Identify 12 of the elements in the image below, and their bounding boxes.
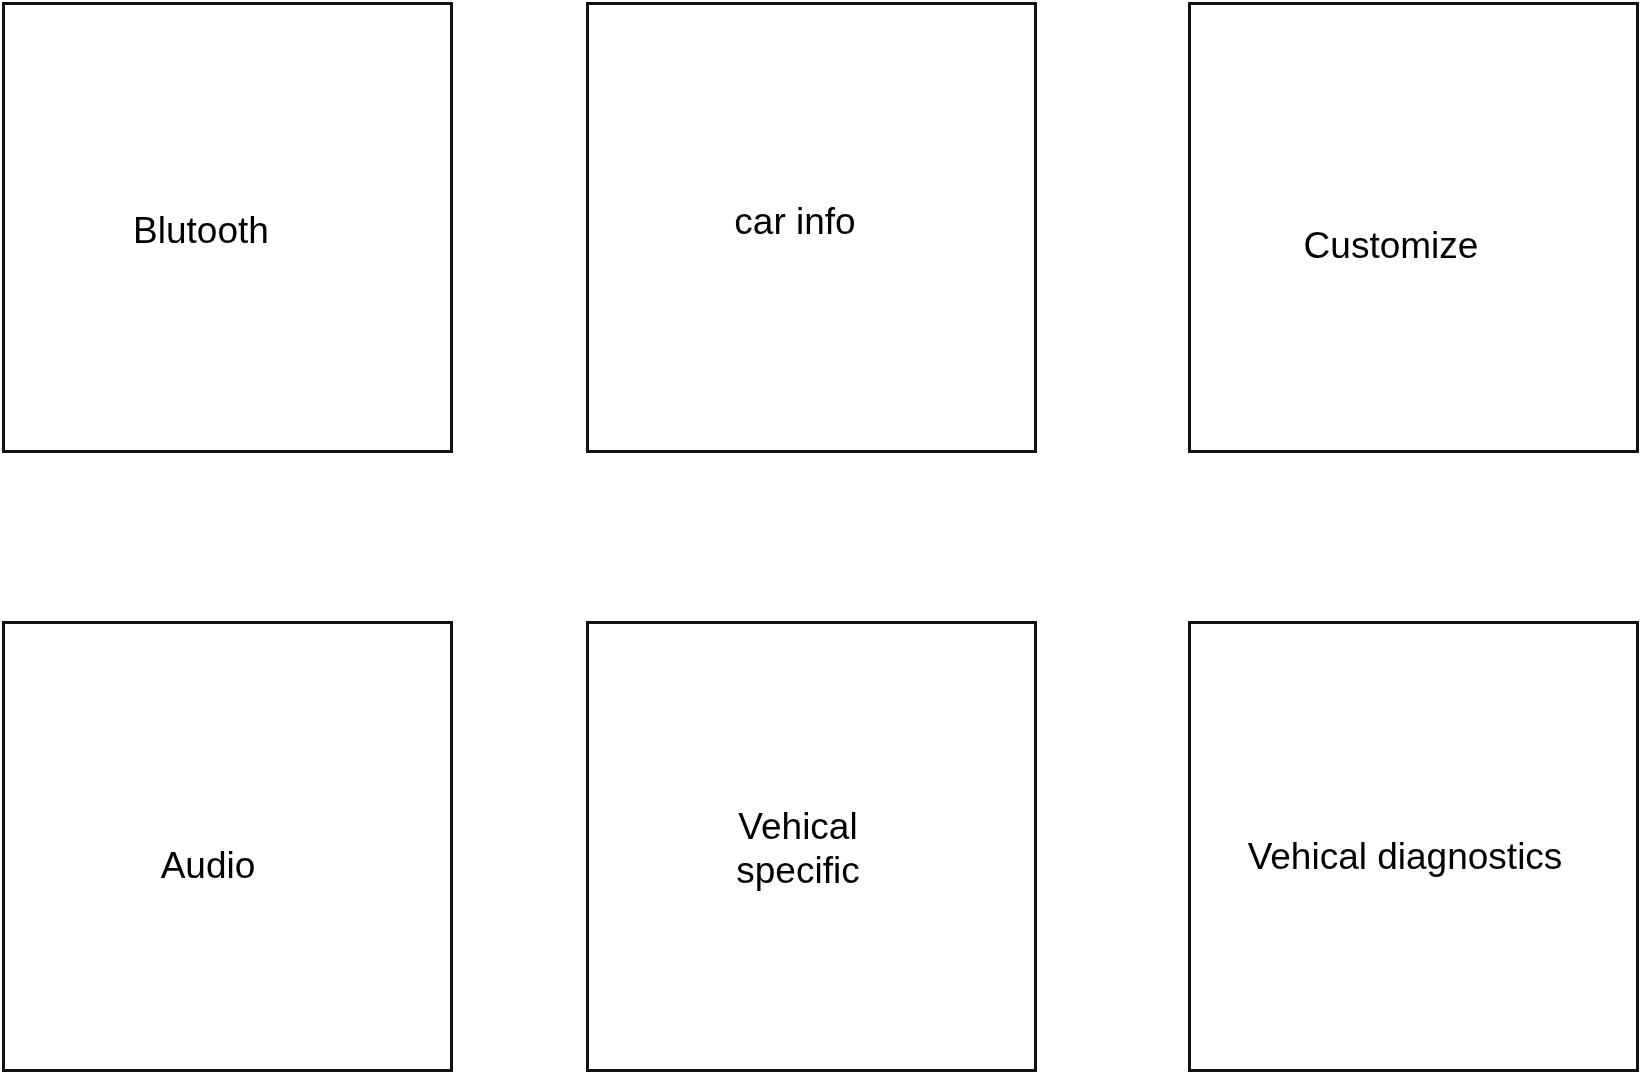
box [1188, 2, 1639, 453]
box [1188, 621, 1639, 1072]
box-label: Customize [1303, 223, 1479, 268]
box-label: Blutooth [133, 208, 269, 253]
box-label: Audio [160, 843, 256, 888]
box [2, 2, 453, 453]
box-label: Vehical specific [735, 804, 861, 893]
box [586, 2, 1037, 453]
box [586, 621, 1037, 1072]
box-label: Vehical diagnostics [1247, 834, 1563, 879]
box [2, 621, 453, 1072]
box-label: car info [734, 199, 856, 244]
